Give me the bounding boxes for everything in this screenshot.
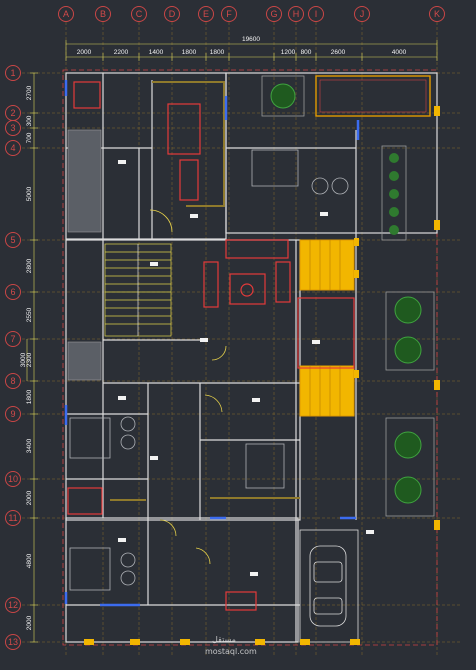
svg-text:E: E	[203, 9, 209, 19]
row-bubble-7: 7	[5, 331, 21, 347]
left-dimension: 3400	[26, 438, 33, 453]
left-dimension: 2000	[26, 615, 33, 630]
left-dimension: 5000	[26, 186, 33, 201]
column-bubble-j: J	[354, 6, 370, 22]
row-bubble-9: 9	[5, 406, 21, 422]
room-tags	[118, 160, 374, 576]
svg-text:I: I	[315, 9, 318, 19]
svg-text:K: K	[434, 9, 440, 19]
top-dimension: 1200	[281, 49, 296, 56]
lift-shaft	[67, 129, 102, 381]
svg-text:6: 6	[10, 287, 15, 297]
svg-text:4: 4	[10, 143, 15, 153]
top-dimension-chain: 19600 2000 2200 1400 1800 1800 1200 800 …	[65, 36, 438, 61]
row-bubble-5: 5	[5, 232, 21, 248]
svg-text:B: B	[100, 9, 106, 19]
left-dimension: 3000	[20, 352, 27, 367]
svg-text:10: 10	[8, 474, 18, 484]
left-dimension: 2800	[26, 258, 33, 273]
grid-lines	[22, 22, 460, 655]
row-bubble-8: 8	[5, 373, 21, 389]
column-bubble-c: C	[131, 6, 147, 22]
watermark-brand: مستقل	[212, 635, 236, 644]
columns	[84, 106, 440, 645]
row-bubble-12: 12	[5, 597, 21, 613]
column-bubble-d: D	[164, 6, 180, 22]
property-boundary	[62, 69, 438, 646]
yellow-furniture	[299, 75, 431, 417]
left-dimension: 2550	[26, 307, 33, 322]
row-bubble-3: 3	[5, 120, 21, 136]
windows	[64, 80, 360, 607]
svg-text:13: 13	[8, 637, 18, 647]
svg-text:D: D	[169, 9, 176, 19]
left-dimension-chain: 2700 300 700 5000 2800 2550 3000 2300 18…	[20, 72, 38, 643]
svg-text:1: 1	[10, 68, 15, 78]
left-dimension: 300	[26, 115, 33, 126]
svg-text:F: F	[226, 9, 232, 19]
column-bubble-g: G	[266, 6, 282, 22]
column-bubble-k: K	[429, 6, 445, 22]
row-bubble-13: 13	[5, 634, 21, 650]
row-bubble-1: 1	[5, 65, 21, 81]
top-dimension: 1400	[149, 49, 164, 56]
top-dimension: 800	[301, 49, 312, 56]
overall-dimension: 19600	[242, 36, 260, 43]
column-bubble-b: B	[95, 6, 111, 22]
doors	[149, 209, 227, 565]
svg-text:9: 9	[10, 409, 15, 419]
svg-text:H: H	[293, 9, 300, 19]
column-bubble-a: A	[58, 6, 74, 22]
wardrobes	[110, 81, 300, 501]
staircase	[104, 243, 172, 337]
left-dimension: 2000	[26, 490, 33, 505]
svg-text:5: 5	[10, 235, 15, 245]
svg-text:2: 2	[10, 108, 15, 118]
top-dimension: 2000	[77, 49, 92, 56]
red-furniture	[67, 81, 355, 611]
row-bubble-6: 6	[5, 284, 21, 300]
column-bubble-f: F	[221, 6, 237, 22]
garden-planters	[261, 75, 435, 517]
left-dimension: 2700	[26, 85, 33, 100]
svg-text:3: 3	[10, 123, 15, 133]
svg-text:8: 8	[10, 376, 15, 386]
row-bubble-2: 2	[5, 105, 21, 121]
row-bubble-11: 11	[5, 510, 21, 526]
watermark-url: mostaql.com	[205, 647, 257, 656]
svg-text:7: 7	[10, 334, 15, 344]
parking-car	[299, 529, 359, 643]
top-dimension: 2200	[114, 49, 129, 56]
top-dimension: 2600	[331, 49, 346, 56]
svg-text:12: 12	[8, 600, 18, 610]
svg-text:C: C	[136, 9, 143, 19]
left-dimension: 2300	[26, 352, 33, 367]
top-dimension: 1800	[182, 49, 197, 56]
svg-text:11: 11	[8, 513, 17, 523]
top-dimension: 4000	[392, 49, 407, 56]
row-bubble-10: 10	[5, 471, 21, 487]
svg-text:J: J	[360, 9, 365, 19]
left-dimension: 4800	[26, 553, 33, 568]
svg-text:A: A	[63, 9, 69, 19]
left-dimension: 1800	[26, 389, 33, 404]
beds	[69, 149, 349, 591]
watermark: مستقل mostaql.com	[205, 635, 257, 656]
column-bubble-h: H	[288, 6, 304, 22]
row-bubble-4: 4	[5, 140, 21, 156]
row-bubbles: 1 2 3 4 5 6 7 8 9 10 11 12 13	[5, 65, 21, 650]
column-bubble-e: E	[198, 6, 214, 22]
top-dimension: 1800	[210, 49, 225, 56]
column-bubble-i: I	[308, 6, 324, 22]
svg-text:G: G	[270, 9, 277, 19]
column-bubbles: A B C D E F G H I J K	[58, 6, 445, 22]
left-dimension: 700	[26, 132, 33, 143]
